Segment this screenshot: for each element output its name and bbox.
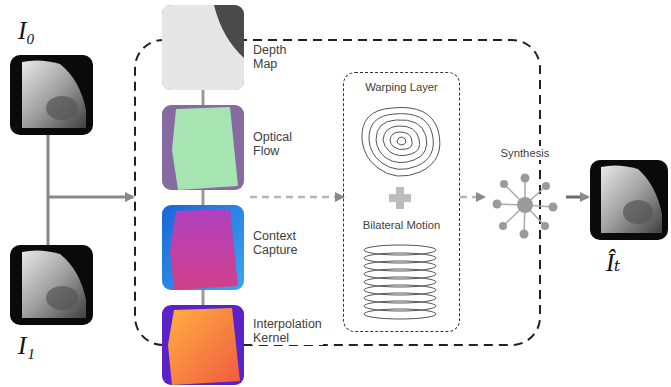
node-label: Îₜ <box>606 248 621 278</box>
lung-shape <box>22 60 86 128</box>
network-dot <box>500 180 508 188</box>
lung-shape <box>22 250 86 318</box>
network-dot <box>493 200 502 209</box>
network-icon <box>493 174 558 239</box>
node-label: Interpolation Kernel <box>252 317 323 345</box>
connector <box>566 196 588 199</box>
network-dot <box>520 230 529 239</box>
contour-line <box>369 114 433 170</box>
flow-shape <box>172 107 238 190</box>
connector <box>202 190 205 205</box>
xray-image <box>10 55 93 135</box>
node-label: Synthesis <box>484 146 566 160</box>
input-image: I₀ <box>8 10 96 138</box>
contour-line <box>397 137 406 145</box>
depth-map-image <box>162 5 244 90</box>
tile-ground <box>162 305 244 385</box>
synthesis-node: Synthesis <box>484 142 566 238</box>
network-dot <box>549 203 558 212</box>
output-image: Îₜ <box>588 158 668 292</box>
network-hub <box>517 197 533 213</box>
input-wire <box>47 135 50 245</box>
tile-ground <box>162 205 244 290</box>
connector <box>202 290 205 305</box>
contour-line <box>383 126 420 156</box>
node-label: Warping Layer <box>344 80 459 94</box>
context-image <box>162 205 244 290</box>
context-shape <box>170 209 238 290</box>
coil-ring <box>364 309 436 319</box>
xray-image <box>10 245 93 325</box>
tile-ground <box>162 105 244 190</box>
kernel-image <box>162 305 244 385</box>
network-dot <box>521 174 530 183</box>
depth-shape <box>162 5 244 90</box>
context-tile: Context Capture <box>162 205 322 290</box>
input-arrow <box>48 196 133 199</box>
depth-map-tile: Depth Map <box>162 5 322 90</box>
network-icon <box>497 178 553 234</box>
contour-line <box>362 107 440 176</box>
connector <box>460 196 484 199</box>
node-label: Depth Map <box>252 43 287 71</box>
contour-line <box>376 120 427 163</box>
image-frame <box>10 55 93 135</box>
kernel-shape <box>168 308 240 385</box>
node-label: Context Capture <box>252 229 298 257</box>
image-frame <box>590 160 668 240</box>
contour-icon <box>362 107 440 176</box>
node-label: I₀ <box>18 16 35 46</box>
lung-shape <box>601 165 662 233</box>
spiral-icon <box>364 245 436 319</box>
lung-shade <box>623 200 653 224</box>
lung-shade <box>46 96 78 120</box>
tile-ground <box>162 5 244 90</box>
input-image: I₁ <box>8 243 96 375</box>
plus-symbol <box>396 187 404 209</box>
node-label: I₁ <box>18 331 35 361</box>
contour-line <box>390 132 412 150</box>
connector <box>250 196 343 199</box>
xray-image <box>590 160 668 240</box>
network-dot <box>542 182 550 190</box>
node-label: Bilateral Motion <box>344 218 459 232</box>
kernel-tile: Interpolation Kernel <box>162 305 327 385</box>
connector <box>202 90 205 105</box>
optical-flow-tile: Optical Flow <box>162 105 322 190</box>
node-label: Optical Flow <box>252 130 293 158</box>
lung-shade <box>46 286 78 310</box>
optical-flow-image <box>162 105 244 190</box>
network-dot <box>499 222 507 230</box>
image-frame <box>10 245 93 325</box>
network-dot <box>541 222 549 230</box>
warping-box: Warping LayerBilateral Motion <box>343 72 460 332</box>
